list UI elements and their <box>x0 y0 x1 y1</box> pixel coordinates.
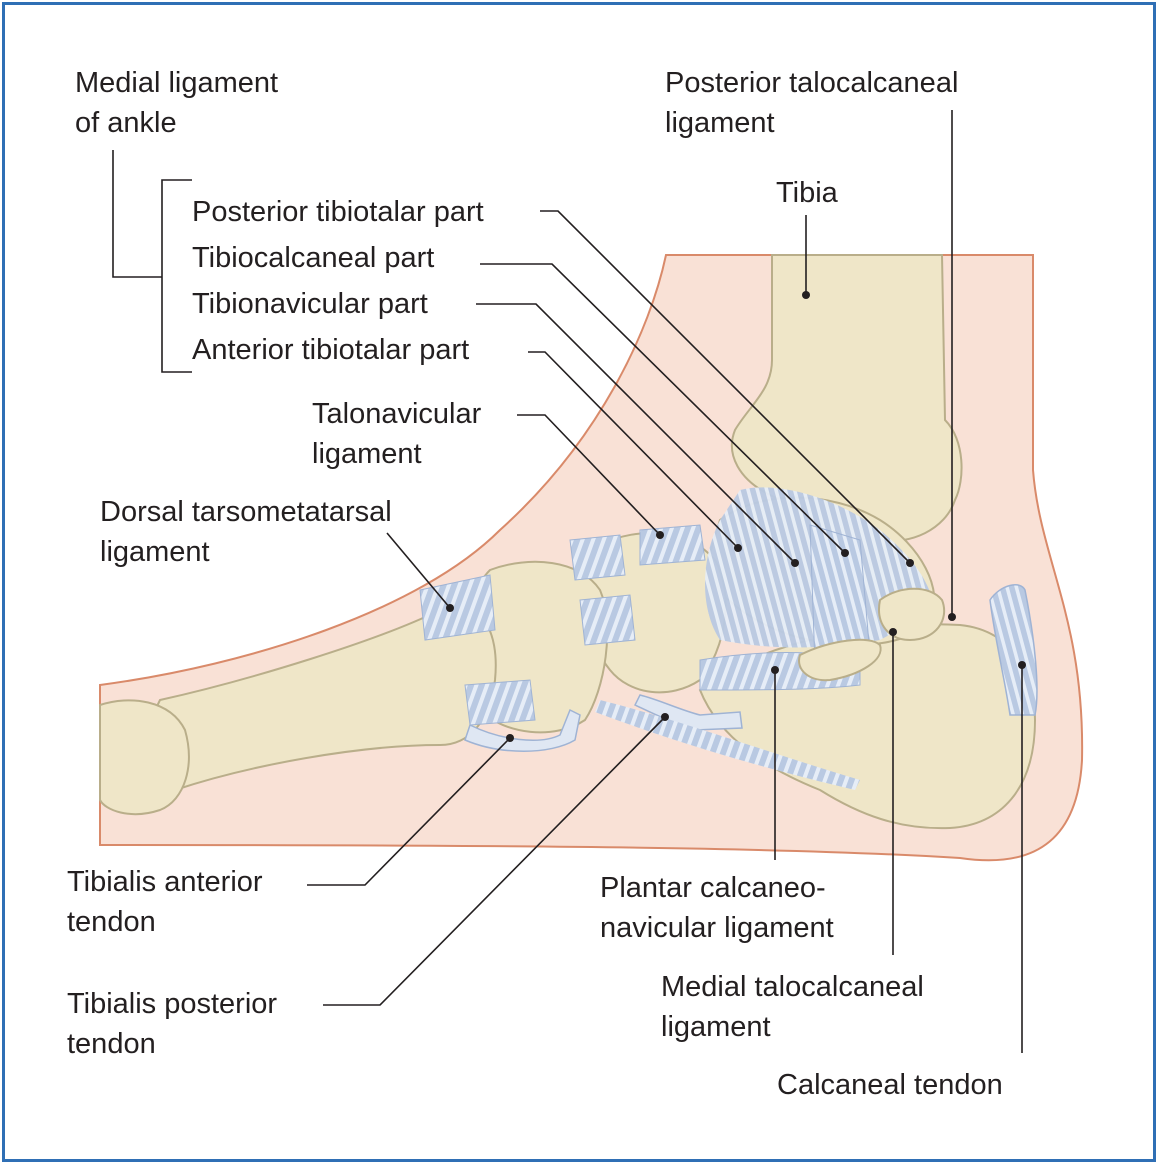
leader-medial-ligament <box>112 150 162 278</box>
cuneonavicular-band <box>579 594 636 646</box>
label-posterior-talocalcaneal: Posterior talocalcaneal ligament <box>665 67 959 139</box>
label-tibialis-anterior: Tibialis anterior tendon <box>67 866 263 938</box>
label-tibionavicular: Tibionavicular part <box>192 288 428 320</box>
leader-dorsal-tarsometatarsal <box>386 532 451 609</box>
tibialis-posterior-plantar-expansion <box>595 700 860 790</box>
label-plantar-calcaneonavicular: Plantar calcaneo- navicular ligament <box>600 872 834 944</box>
leader-posterior-tibiotalar <box>540 210 911 564</box>
talar-posterior-process <box>878 587 946 642</box>
leader-medial-ligament-bracket <box>161 179 192 373</box>
leader-tibionavicular <box>476 303 796 564</box>
label-dorsal-tarsometatarsal: Dorsal tarsometatarsal ligament <box>100 496 392 568</box>
phalanx-bones <box>99 699 190 816</box>
dorsal-tarsometatarsal-band <box>419 574 496 641</box>
label-calcaneal-tendon: Calcaneal tendon <box>777 1069 1003 1101</box>
label-anterior-tibiotalar: Anterior tibiotalar part <box>192 334 470 366</box>
tibialis-posterior-tendon <box>633 694 743 731</box>
leader-anterior-tibiotalar <box>528 351 739 549</box>
leader-tibialis-anterior <box>307 737 511 886</box>
leader-tibialis-posterior <box>323 716 666 1006</box>
label-tibiocalcaneal: Tibiocalcaneal part <box>192 242 435 274</box>
label-tibia: Tibia <box>776 177 838 209</box>
label-medial-ligament: Medial ligament of ankle <box>75 67 279 139</box>
leader-tibiocalcaneal <box>480 263 846 554</box>
intercuneiform-band <box>569 534 626 581</box>
calcaneal-tendon-structure <box>989 584 1038 716</box>
label-medial-talocalcaneal: Medial talocalcaneal ligament <box>661 971 924 1043</box>
plantar-tarsometatarsal-band <box>464 679 536 726</box>
label-tibialis-posterior: Tibialis posterior tendon <box>67 988 278 1060</box>
leader-lines <box>112 110 1023 1053</box>
leader-dots <box>446 291 1026 742</box>
label-posterior-tibiotalar: Posterior tibiotalar part <box>192 196 484 228</box>
leader-talonavicular <box>517 414 661 536</box>
sustentaculum-tali <box>798 638 882 682</box>
label-talonavicular: Talonavicular ligament <box>312 398 482 470</box>
